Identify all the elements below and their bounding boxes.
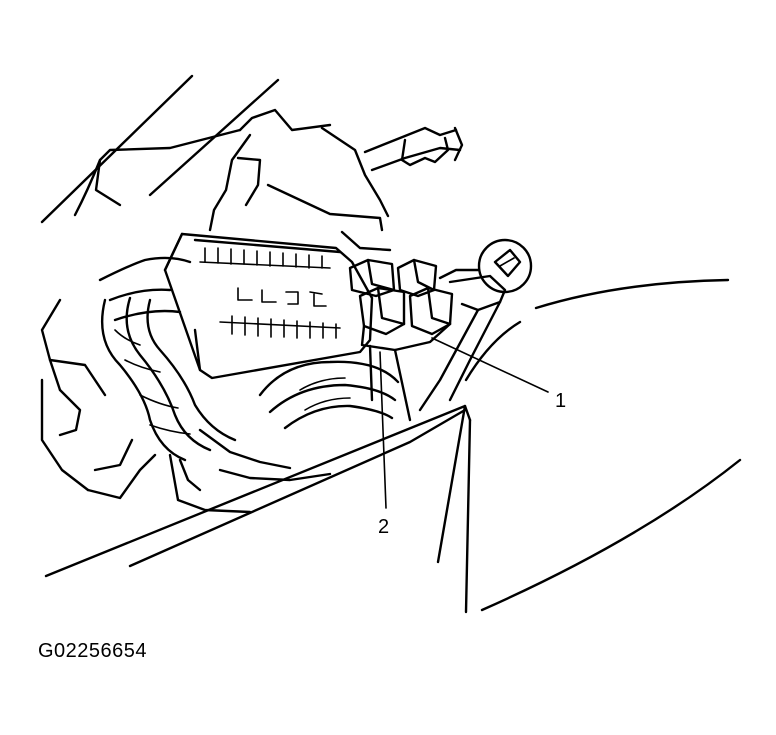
callout-leaders [379, 337, 549, 509]
mounting-bracket [418, 238, 533, 412]
relay-box [163, 232, 374, 380]
callout-number-2: 2 [378, 516, 389, 538]
figure-id-label: G02256654 [38, 640, 148, 662]
leader-line-1 [431, 337, 549, 393]
engine-housing-lines [40, 74, 464, 252]
relays [348, 258, 454, 352]
callout-number-1: 1 [555, 390, 566, 412]
body-panels [44, 278, 742, 614]
lower-hoses [198, 344, 412, 482]
leader-line-2 [379, 351, 387, 509]
wire-harness-left [40, 256, 252, 514]
